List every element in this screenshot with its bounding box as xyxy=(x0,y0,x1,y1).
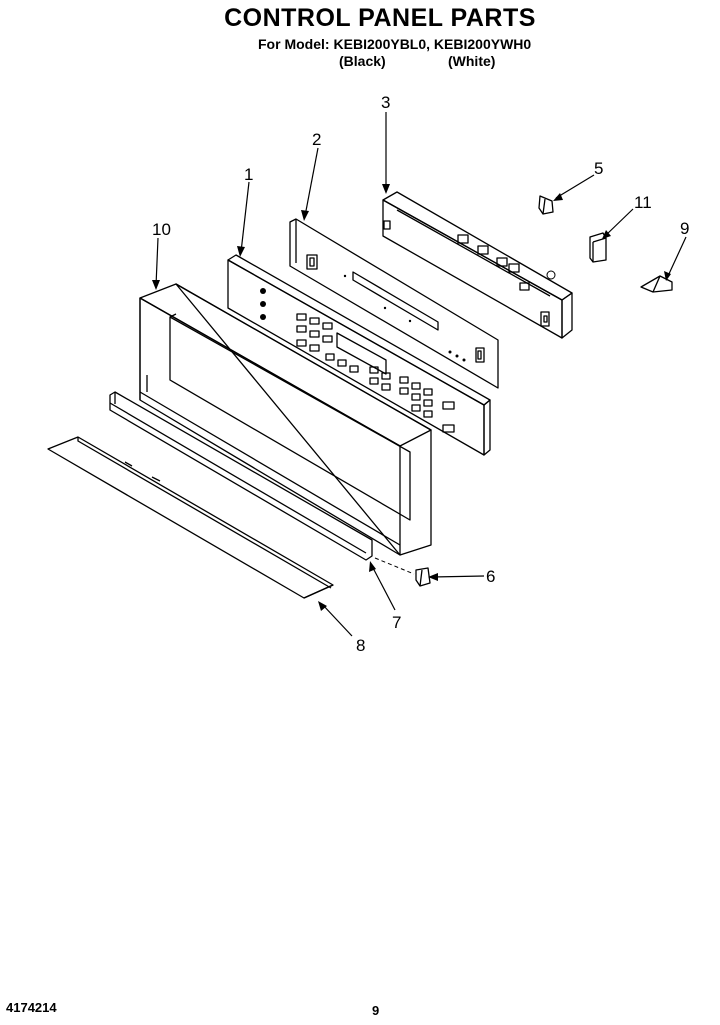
callout-7: 7 xyxy=(392,613,401,632)
color-label-white: (White) xyxy=(448,53,496,69)
arrow-7 xyxy=(369,561,376,572)
arrow-9 xyxy=(664,271,671,281)
callout-6: 6 xyxy=(486,567,495,586)
callout-8: 8 xyxy=(356,636,365,655)
callout-3: 3 xyxy=(381,93,390,112)
page-number: 9 xyxy=(372,1003,380,1018)
arrow-1 xyxy=(237,246,245,257)
part-10-trim-frame xyxy=(139,283,432,556)
callout-11: 11 xyxy=(634,193,652,212)
part-8-bottom-plate xyxy=(47,436,334,599)
part-6-bracket xyxy=(415,567,431,587)
leader-7 xyxy=(371,565,396,611)
model-prefix: For Model: xyxy=(258,36,330,52)
callout-2: 2 xyxy=(312,130,321,149)
arrow-5 xyxy=(553,193,563,201)
dashed-guide xyxy=(374,557,415,575)
document-number: 4174214 xyxy=(6,1000,57,1015)
model-numbers: KEBI200YBL0, KEBI200YWH0 xyxy=(333,36,532,52)
part-11-bracket xyxy=(589,232,607,263)
arrow-3 xyxy=(382,184,390,194)
leader-8 xyxy=(321,603,353,637)
part-2-overlay-panel xyxy=(289,218,499,389)
leader-11 xyxy=(604,208,634,237)
part-9-spring-clip xyxy=(640,275,673,293)
leader-6 xyxy=(431,575,485,578)
arrow-6 xyxy=(428,573,438,581)
callout-5: 5 xyxy=(594,159,603,178)
part-7-trim-strip xyxy=(109,391,373,561)
leader-1 xyxy=(240,181,250,253)
arrow-2 xyxy=(301,210,309,221)
arrow-11 xyxy=(602,230,611,239)
color-label-black: (Black) xyxy=(339,53,386,69)
leader-lines xyxy=(152,112,687,637)
leader-10 xyxy=(155,237,159,287)
part-5-clip xyxy=(538,195,554,215)
callout-10: 10 xyxy=(152,220,171,239)
part-3-control-board xyxy=(382,191,573,339)
page-title: CONTROL PANEL PARTS xyxy=(224,4,536,32)
arrow-8 xyxy=(318,601,327,611)
leader-2 xyxy=(304,147,319,217)
part-1-control-panel-face xyxy=(227,254,491,456)
leader-9 xyxy=(667,236,687,277)
model-line: For Model:KEBI200YBL0, KEBI200YWH0 xyxy=(258,36,535,52)
callout-9: 9 xyxy=(680,219,689,238)
leader-5 xyxy=(555,174,595,199)
arrow-10 xyxy=(152,280,160,290)
callout-1: 1 xyxy=(244,165,253,184)
